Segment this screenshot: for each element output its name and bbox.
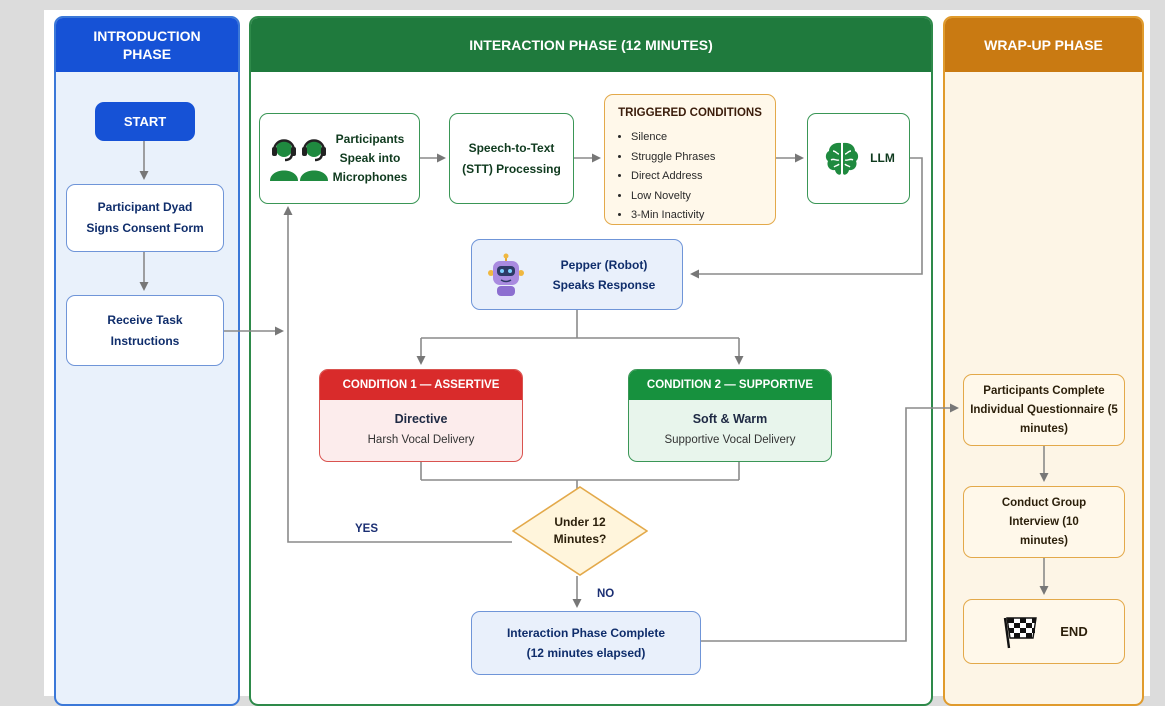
trigger-item: Direct Address	[631, 167, 775, 187]
llm-label: LLM	[870, 151, 895, 165]
triggered-conditions-title: TRIGGERED CONDITIONS	[618, 107, 762, 119]
consent-form-label: Participant Dyad Signs Consent Form	[86, 200, 204, 235]
interaction-complete-label: Interaction Phase Complete (12 minutes e…	[506, 626, 666, 660]
condition-supportive-description: Supportive Vocal Delivery	[664, 434, 796, 446]
introduction-phase-header: INTRODUCTION PHASE	[56, 18, 238, 72]
decision-text: Under 12 Minutes?	[553, 515, 607, 546]
questionnaire-label: Participants Complete Individual Questio…	[970, 384, 1118, 435]
start-label: START	[123, 114, 167, 129]
robot-icon	[488, 253, 524, 296]
trigger-item: Struggle Phrases	[631, 148, 775, 168]
questionnaire-node: Participants Complete Individual Questio…	[963, 374, 1125, 446]
interaction-complete-node: Interaction Phase Complete (12 minutes e…	[471, 611, 701, 675]
group-interview-node: Conduct Group Interview (10 minutes)	[963, 486, 1125, 558]
trigger-item: Low Novelty	[631, 187, 775, 207]
interaction-phase-header: INTERACTION PHASE (12 MINUTES)	[251, 18, 931, 72]
consent-form-node: Participant Dyad Signs Consent Form	[66, 184, 224, 252]
condition-assertive-header: CONDITION 1 — ASSERTIVE	[320, 370, 522, 400]
pepper-robot-node: Pepper (Robot) Speaks Response	[471, 239, 683, 310]
condition-assertive-card: CONDITION 1 — ASSERTIVE Directive Harsh …	[319, 369, 523, 462]
introduction-phase-title: INTRODUCTION PHASE	[93, 28, 201, 62]
task-instructions-label: Receive Task Instructions	[107, 312, 183, 348]
pepper-robot-label: Pepper (Robot) Speaks Response	[552, 257, 656, 292]
stt-label: Speech-to-Text (STT) Processing	[462, 140, 561, 176]
participants-speak-node: Participants Speak into Microphones	[259, 113, 420, 204]
diagram-canvas: INTRODUCTION PHASE INTERACTION PHASE (12…	[44, 10, 1150, 706]
condition-supportive-header: CONDITION 2 — SUPPORTIVE	[629, 370, 831, 400]
headset-people-icon	[270, 138, 328, 181]
participants-speak-label: Participants Speak into Microphones	[332, 132, 408, 184]
trigger-item: 3-Min Inactivity	[631, 206, 775, 226]
trigger-item: Silence	[631, 128, 775, 148]
stt-node: Speech-to-Text (STT) Processing	[449, 113, 574, 204]
condition-assertive-title: Directive	[394, 412, 448, 426]
condition-supportive-title: Soft & Warm	[692, 412, 768, 426]
decision-diamond	[512, 486, 648, 576]
no-label: NO	[597, 588, 615, 600]
triggered-conditions-node: TRIGGERED CONDITIONS Silence Struggle Ph…	[604, 94, 776, 225]
wrapup-phase-title: WRAP-UP PHASE	[984, 37, 1103, 53]
brain-icon	[826, 142, 859, 175]
checkered-flag-icon	[1004, 616, 1038, 648]
triggered-conditions-list: Silence Struggle Phrases Direct Address …	[605, 128, 775, 226]
end-node: END	[963, 599, 1125, 664]
decision-label: Under 12 Minutes?	[512, 514, 648, 548]
task-instructions-node: Receive Task Instructions	[66, 295, 224, 366]
condition-supportive-card: CONDITION 2 — SUPPORTIVE Soft & Warm Sup…	[628, 369, 832, 462]
condition-assertive-description: Harsh Vocal Delivery	[367, 434, 475, 446]
wrapup-phase-header: WRAP-UP PHASE	[945, 18, 1142, 72]
interaction-phase-title: INTERACTION PHASE (12 MINUTES)	[469, 37, 713, 53]
group-interview-label: Conduct Group Interview (10 minutes)	[1001, 496, 1087, 547]
llm-node: LLM	[807, 113, 910, 204]
yes-label: YES	[355, 523, 379, 535]
start-node: START	[95, 102, 195, 141]
end-label: END	[1060, 624, 1088, 639]
